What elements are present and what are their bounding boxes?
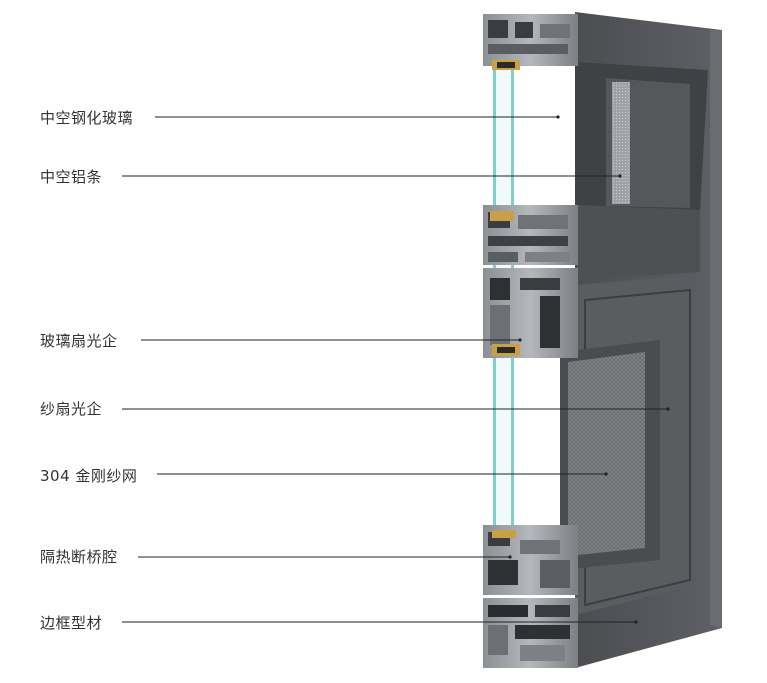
label-diamond-mesh-304: 304 金刚纱网 (40, 467, 138, 485)
frame-transom (575, 205, 700, 280)
leader-dot-hollow-tempered-glass (556, 115, 560, 119)
hollow-aluminum-spacer-bar (612, 82, 630, 204)
label-hollow-tempered-glass: 中空钢化玻璃 (40, 109, 134, 127)
frame-edge (710, 30, 722, 628)
bottom-profile (483, 525, 578, 668)
label-thermal-break-cavity: 隔热断桥腔 (40, 548, 118, 566)
leader-dot-thermal-break-cavity (508, 555, 512, 559)
leader-dot-screen-sash-profile (666, 407, 670, 411)
diamond-mesh (568, 352, 645, 556)
leader-dot-hollow-aluminum-spacer (618, 174, 622, 178)
leader-dot-glass-sash-profile (518, 338, 522, 342)
leader-dot-diamond-mesh-304 (604, 472, 608, 476)
label-glass-sash-profile: 玻璃扇光企 (40, 332, 118, 350)
label-screen-sash-profile: 纱扇光企 (40, 400, 103, 418)
label-hollow-aluminum-spacer: 中空铝条 (40, 168, 103, 186)
glass-sash-profile-section (483, 205, 578, 358)
leader-lines (122, 115, 670, 624)
top-profile (483, 14, 578, 70)
label-frame-profile: 边框型材 (40, 614, 103, 632)
leader-dot-frame-profile (634, 620, 638, 624)
